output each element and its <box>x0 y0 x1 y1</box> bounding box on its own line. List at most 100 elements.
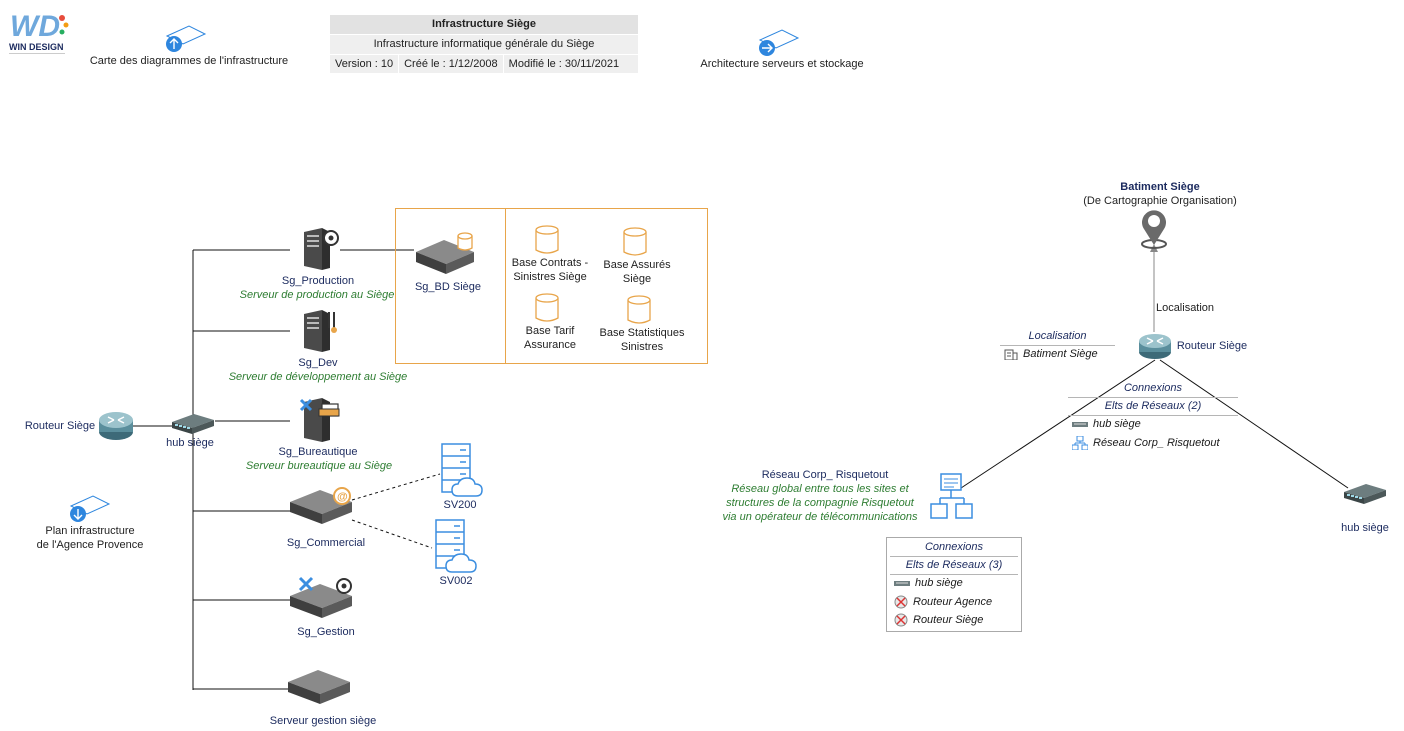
windesign-logo: WD WIN DESIGN <box>8 8 70 60</box>
hub-small-icon <box>894 581 910 586</box>
server-name-office: Sg_Bureautique <box>278 446 358 458</box>
router-panel-elts-header: Elts de Réseaux (2) <box>1104 400 1202 412</box>
network-small-icon <box>1072 436 1088 450</box>
database-icon[interactable] <box>534 224 560 259</box>
database-group-box <box>395 208 708 364</box>
router-panel-item: hub siège <box>1072 418 1141 430</box>
network-panel-rule <box>890 556 1018 557</box>
building-subtitle: (De Cartographie Organisation) <box>1083 195 1237 207</box>
building-icon <box>1004 349 1018 360</box>
router-panel-loc-item: Batiment Siège <box>1004 348 1098 360</box>
production-server-icon[interactable] <box>298 226 342 275</box>
database-icon[interactable] <box>622 226 648 261</box>
modified-text: Modifié le : 30/11/2021 <box>508 58 620 70</box>
router-panel-item: Réseau Corp_ Risquetout <box>1072 436 1220 450</box>
nav-right-label[interactable]: Architecture serveurs et stockage <box>700 58 864 70</box>
vserver-sv200-label: SV200 <box>443 499 477 511</box>
router-panel-rule <box>1068 415 1238 416</box>
network-panel-item: hub siège <box>894 577 963 589</box>
router-label: Routeur Siège <box>24 420 96 432</box>
hub-label: hub siège <box>166 437 214 449</box>
router-icon[interactable] <box>1137 330 1173 365</box>
vserver-sv200-icon[interactable] <box>440 442 488 501</box>
database-icon[interactable] <box>626 294 652 329</box>
nav-down-button[interactable] <box>67 494 111 524</box>
router-panel-item-text: hub siège <box>1093 418 1141 430</box>
database-label-1a: Base Contrats - <box>511 257 589 269</box>
database-label-4b: Sinistres <box>620 341 664 353</box>
server-desc-office: Serveur bureautique au Siège <box>245 460 393 472</box>
office-server-icon[interactable] <box>298 396 342 449</box>
created-text: Créé le : 1/12/2008 <box>399 55 504 74</box>
db-server-icon[interactable] <box>414 230 478 281</box>
network-panel-elts-header: Elts de Réseaux (3) <box>905 559 1003 571</box>
network-desc-2: structures de la compagnie Risquetout <box>726 497 914 509</box>
gestion-server-icon[interactable] <box>288 576 356 623</box>
router-error-icon <box>894 613 908 627</box>
logo-text: WIN DESIGN <box>9 42 64 52</box>
dev-server-icon[interactable] <box>298 308 342 357</box>
database-label-2b: Siège <box>622 273 652 285</box>
diagram-title: Infrastructure Siège <box>330 15 638 35</box>
nav-right-button[interactable] <box>756 28 800 58</box>
database-label-2a: Base Assurés <box>603 259 671 271</box>
database-label-4a: Base Statistiques <box>599 327 685 339</box>
database-label-3b: Assurance <box>524 339 576 351</box>
nav-down-label-2[interactable]: de l'Agence Provence <box>36 539 144 551</box>
server-desc-dev: Serveur de développement au Siège <box>228 371 408 383</box>
svg-text:@: @ <box>337 491 348 503</box>
arrow-up-icon <box>165 25 207 52</box>
database-label-1b: Sinistres Siège <box>513 271 587 283</box>
router-panel-conn-header: Connexions <box>1123 382 1183 394</box>
server-name-gestion: Sg_Gestion <box>297 626 355 638</box>
hub-icon[interactable] <box>1342 482 1388 511</box>
router-panel-loc-text: Batiment Siège <box>1023 348 1098 360</box>
vserver-sv002-icon[interactable] <box>434 518 482 577</box>
nav-up-label[interactable]: Carte des diagrammes de l'infrastructure <box>89 55 289 67</box>
hub-icon[interactable] <box>170 412 216 439</box>
title-block: Infrastructure Siège Infrastructure info… <box>330 15 638 74</box>
database-label-3a: Base Tarif <box>525 325 575 337</box>
server-name-commercial: Sg_Commercial <box>286 537 366 549</box>
nav-up-button[interactable] <box>163 24 207 54</box>
vserver-sv002-label: SV002 <box>439 575 473 587</box>
diagram-meta: Version : 10 Créé le : 1/12/2008 Modifié… <box>330 55 638 74</box>
database-box-divider <box>505 209 506 363</box>
gestion-siege-server-icon[interactable] <box>286 666 354 709</box>
network-desc-1: Réseau global entre tous les sites et <box>731 483 909 495</box>
hub-small-icon <box>1072 422 1088 427</box>
commercial-server-icon[interactable]: @ <box>288 486 356 529</box>
arrow-down-icon <box>69 495 111 522</box>
router-panel-item-text: Réseau Corp_ Risquetout <box>1093 437 1220 449</box>
diagram-subtitle: Infrastructure informatique générale du … <box>330 35 638 55</box>
network-panel-item: Routeur Siège <box>894 613 983 627</box>
network-panel-rule <box>890 574 1018 575</box>
arrow-right-icon <box>758 29 800 56</box>
server-desc-production: Serveur de production au Siège <box>239 289 395 301</box>
network-panel-conn-header: Connexions <box>924 541 984 553</box>
localisation-edge-label: Localisation <box>1155 302 1215 314</box>
router-icon[interactable] <box>98 408 134 447</box>
server-name-dev: Sg_Dev <box>298 357 338 369</box>
router-panel-rule <box>1068 397 1238 398</box>
server-name-gestion-siege: Serveur gestion siège <box>269 715 377 727</box>
location-pin-icon[interactable] <box>1136 207 1172 252</box>
right-router-label: Routeur Siège <box>1176 340 1248 352</box>
nav-down-label-1[interactable]: Plan infrastructure <box>45 525 135 537</box>
version-text: Version : 10 <box>330 55 400 74</box>
network-name: Réseau Corp_ Risquetout <box>761 469 889 481</box>
server-name-production: Sg_Production <box>281 275 355 287</box>
router-error-icon <box>894 595 908 609</box>
network-panel-item-text: Routeur Siège <box>913 614 984 626</box>
network-icon[interactable] <box>928 472 976 523</box>
db-server-label: Sg_BD Siège <box>414 281 482 293</box>
router-panel-rule <box>1000 345 1115 346</box>
router-panel-loc-header: Localisation <box>1028 330 1087 342</box>
svg-text:WD: WD <box>10 10 60 43</box>
network-panel-item-text: Routeur Agence <box>913 596 993 608</box>
network-panel-item: Routeur Agence <box>894 595 992 609</box>
database-icon[interactable] <box>534 292 560 327</box>
right-hub-label: hub siège <box>1341 522 1389 534</box>
building-title: Batiment Siège <box>1120 181 1200 193</box>
